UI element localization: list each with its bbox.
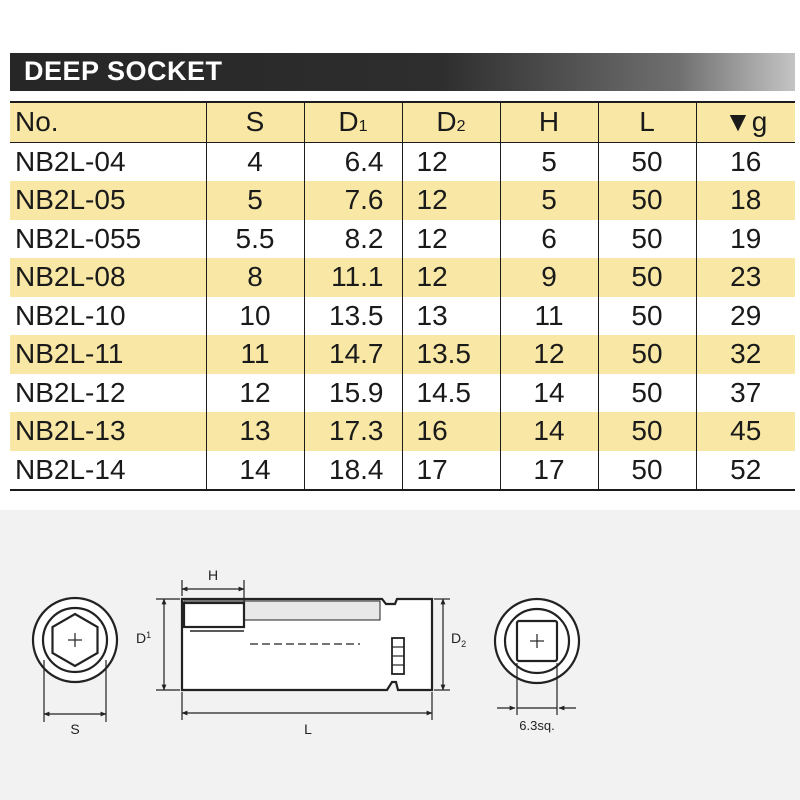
cell-h: 9: [499, 258, 598, 297]
cell-weight: 19: [695, 219, 795, 258]
cell-d2: 13: [401, 296, 500, 335]
cell-d2: 12: [401, 219, 500, 258]
dimension-lines: [156, 580, 450, 720]
table-row: NB2L-12 12 15.9 14.5 14 50 37: [10, 373, 795, 412]
cell-weight: 37: [695, 373, 795, 412]
cell-d1: 17.3: [303, 412, 402, 451]
cell-d2: 12: [401, 258, 500, 297]
cell-s: 5: [205, 181, 304, 220]
cell-d1: 6.4: [303, 142, 402, 181]
cell-h: 6: [499, 219, 598, 258]
cell-l: 50: [597, 373, 696, 412]
cell-weight: 52: [695, 450, 795, 490]
cell-no: NB2L-14: [15, 453, 126, 485]
socket-end-view-square: [493, 597, 581, 715]
cell-d1: 8.2: [303, 219, 402, 258]
cell-no: NB2L-05: [15, 184, 126, 216]
cell-weight: 16: [695, 142, 795, 181]
table-row: NB2L-055 5.5 8.2 12 6 50 19: [10, 219, 795, 258]
dimension-diagram: S H D1 D2 L: [0, 510, 800, 800]
cell-weight: 32: [695, 335, 795, 374]
spec-table: No. S D1 D2 H L ▼g NB2L-04 4 6.4 12 5 50…: [10, 101, 795, 491]
cell-h: 5: [499, 142, 598, 181]
cell-d2: 13.5: [401, 335, 500, 374]
cell-weight: 23: [695, 258, 795, 297]
label-d2: D2: [451, 630, 466, 649]
cell-l: 50: [597, 450, 696, 490]
socket-end-view-hex: [31, 596, 119, 722]
header-h: H: [499, 102, 598, 143]
cell-d1: 13.5: [303, 296, 402, 335]
cell-l: 50: [597, 181, 696, 220]
cell-d2: 16: [401, 412, 500, 451]
cell-weight: 45: [695, 412, 795, 451]
cell-s: 13: [205, 412, 304, 451]
cell-d2: 17: [401, 450, 500, 490]
cell-s: 8: [205, 258, 304, 297]
cell-no: NB2L-10: [15, 299, 126, 331]
header-no: No.: [10, 102, 206, 143]
cell-s: 14: [205, 450, 304, 490]
page-title: DEEP SOCKET: [24, 56, 223, 86]
table-row: NB2L-11 11 14.7 13.5 12 50 32: [10, 335, 795, 374]
table-row: NB2L-14 14 18.4 17 17 50 52: [10, 450, 795, 490]
cell-d1: 11.1: [303, 258, 402, 297]
table-row: NB2L-13 13 17.3 16 14 50 45: [10, 412, 795, 451]
cell-no: NB2L-04: [15, 145, 126, 177]
cell-l: 50: [597, 335, 696, 374]
table-row: NB2L-08 8 11.1 12 9 50 23: [10, 258, 795, 297]
label-s: S: [70, 721, 79, 737]
cell-l: 50: [597, 296, 696, 335]
label-d1: D1: [136, 630, 151, 646]
cell-no: NB2L-055: [15, 222, 142, 254]
header-l: L: [597, 102, 696, 143]
cell-h: 17: [499, 450, 598, 490]
label-h: H: [208, 567, 218, 583]
cell-d2: 12: [401, 142, 500, 181]
cell-no: NB2L-13: [15, 415, 126, 447]
cell-d2: 12: [401, 181, 500, 220]
label-l: L: [304, 721, 312, 737]
cell-weight: 18: [695, 181, 795, 220]
cell-d1: 7.6: [303, 181, 402, 220]
cell-s: 10: [205, 296, 304, 335]
cell-h: 11: [499, 296, 598, 335]
cell-h: 14: [499, 373, 598, 412]
header-s: S: [205, 102, 304, 143]
cell-h: 5: [499, 181, 598, 220]
header-weight: ▼g: [695, 102, 795, 143]
cell-d2: 14.5: [401, 373, 500, 412]
cell-s: 5.5: [205, 219, 304, 258]
cell-d1: 14.7: [303, 335, 402, 374]
cell-l: 50: [597, 142, 696, 181]
socket-side-view: [180, 597, 434, 692]
header-d2: D2: [401, 102, 500, 143]
label-drive-size: 6.3sq.: [519, 718, 554, 733]
header-row: No. S D1 D2 H L ▼g: [10, 102, 795, 143]
table-row: NB2L-04 4 6.4 12 5 50 16: [10, 142, 795, 181]
cell-s: 11: [205, 335, 304, 374]
cell-s: 4: [205, 142, 304, 181]
header-d1: D1: [303, 102, 402, 143]
cell-l: 50: [597, 412, 696, 451]
title-bar: DEEP SOCKET: [10, 53, 795, 91]
table-row: NB2L-05 5 7.6 12 5 50 18: [10, 181, 795, 220]
cell-d1: 15.9: [303, 373, 402, 412]
cell-l: 50: [597, 258, 696, 297]
cell-l: 50: [597, 219, 696, 258]
cell-s: 12: [205, 373, 304, 412]
table-row: NB2L-10 10 13.5 13 11 50 29: [10, 296, 795, 335]
cell-no: NB2L-08: [15, 261, 126, 293]
cell-d1: 18.4: [303, 450, 402, 490]
cell-h: 14: [499, 412, 598, 451]
cell-weight: 29: [695, 296, 795, 335]
diagram-svg: S H D1 D2 L: [31, 567, 581, 737]
cell-h: 12: [499, 335, 598, 374]
cell-no: NB2L-11: [15, 338, 124, 370]
cell-no: NB2L-12: [15, 376, 126, 408]
